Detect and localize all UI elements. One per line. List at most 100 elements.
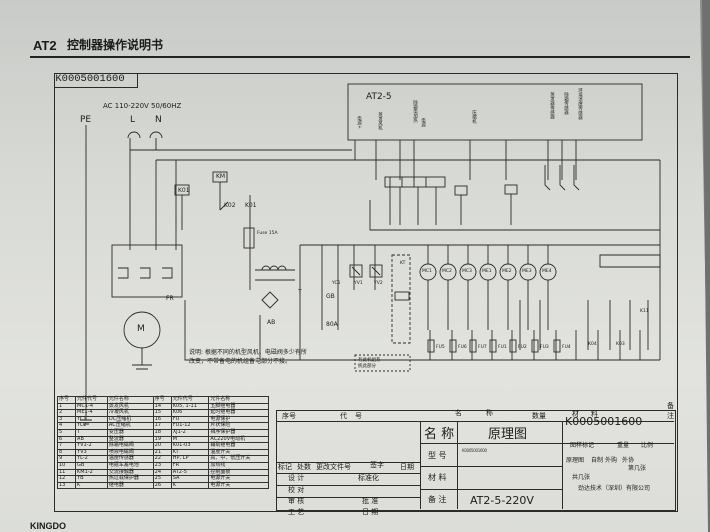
fuse-fr: FR xyxy=(166,295,174,302)
tb-name-value: 原理图 xyxy=(488,427,528,442)
tb-vrule-a xyxy=(420,421,421,509)
fuse-fu6: FU6 xyxy=(458,345,467,350)
tb-col-name1: 名 xyxy=(455,409,462,417)
pin-compressor: 压缩机 xyxy=(471,110,477,124)
tb-standard: 标准化 xyxy=(358,474,379,482)
controller-label: AT2-5 xyxy=(366,92,392,102)
tb-sheet-no: 第几张 xyxy=(628,465,647,472)
tb-name-label: 名 称 xyxy=(424,427,455,442)
tb-approve: 批 准 xyxy=(362,497,379,505)
relay-k03: K03 xyxy=(616,342,625,347)
rectifier xyxy=(261,291,279,309)
footer-fragment: KINGDO xyxy=(30,521,66,531)
tb-col-qty: 数量 xyxy=(532,412,546,420)
rev-rule-d xyxy=(276,497,420,498)
tb-weight: 重量 xyxy=(617,442,630,449)
motor-mc2: MC2 xyxy=(442,269,452,274)
fuse-fu7: FU7 xyxy=(478,345,487,350)
legend-cell: K xyxy=(75,481,108,490)
tb-outsourced: 外协 xyxy=(622,457,635,464)
tb-model-label: 型 号 xyxy=(428,451,447,460)
tb-vrule-c xyxy=(562,421,563,509)
tb-code: K0005001600 xyxy=(565,415,643,428)
drawing-code-box xyxy=(54,73,138,88)
header-rule xyxy=(30,56,690,58)
legend-cell: YB xyxy=(75,475,108,483)
pin-evap-fan: 蒸发风机 xyxy=(377,112,383,130)
rev-sign: 签字 xyxy=(370,461,384,469)
relay-k02: K02 xyxy=(224,202,236,209)
tb-material-label: 材 料 xyxy=(428,473,447,482)
motor-me4: ME4 xyxy=(542,269,552,274)
tb-col-mat1: 材 xyxy=(572,410,579,418)
pin-defrost-heater: 除霜电加热 xyxy=(412,100,418,123)
fuse-fu2: FU2 xyxy=(518,345,527,350)
controller-box xyxy=(347,83,643,141)
rev-date: 日期 xyxy=(400,463,414,471)
drawing-frame xyxy=(54,73,678,512)
tb-col-note2: 注 xyxy=(667,412,674,420)
tb-model-dense-text: K0005001600 xyxy=(462,448,487,453)
motor-me2: ME2 xyxy=(502,269,512,274)
header-model: AT2 xyxy=(33,38,57,53)
tb-outsource: 外购 xyxy=(605,457,618,464)
valve-yv2: YV2 xyxy=(374,281,383,286)
legend-cell: 26 xyxy=(152,481,172,490)
pin-power: 电源 xyxy=(420,118,426,127)
relay-km: KM xyxy=(216,173,226,180)
tb-col-seq: 序号 xyxy=(282,412,296,420)
tb-sheets-total: 共几张 xyxy=(572,474,591,481)
tb-hrule-b xyxy=(420,466,562,467)
compressor-yc1: YC1 xyxy=(332,281,341,286)
drawing-code-mirrored: K0005001600 xyxy=(55,74,125,85)
fuse-value: 80A xyxy=(326,321,338,328)
tb-date: 日 期 xyxy=(362,508,379,516)
tb-col-name2: 称 xyxy=(486,409,493,417)
motor-mc1: MC1 xyxy=(422,269,432,274)
tb-col-note1: 备 xyxy=(667,402,674,410)
fuse-fu3: FU3 xyxy=(540,345,549,350)
pin-defrost-sensor: 除霜传感器 xyxy=(563,92,569,115)
terminal-l: L xyxy=(130,115,136,125)
fuse-fu4: FU4 xyxy=(562,345,571,350)
relay-k04: K04 xyxy=(588,342,597,347)
legend-cell: 继电器 xyxy=(106,481,154,490)
tb-design: 设 计 xyxy=(288,474,305,482)
legend-cell: YC2 xyxy=(75,422,108,430)
breaker-label: Fuse 15A xyxy=(257,231,278,236)
tb-stage-label: 图样标记 xyxy=(570,442,595,449)
legend-cell: K xyxy=(170,481,210,490)
tb-note-label: 备 注 xyxy=(428,495,447,504)
pin-evap-sensor: 蒸发器传感器 xyxy=(549,92,555,119)
rev-file: 更改文件号 xyxy=(316,463,351,471)
header-title: 控制器操作说明书 xyxy=(67,38,164,52)
rev-rule-b xyxy=(276,473,420,474)
pin-ambient-sensor: 环境温度传感器 xyxy=(577,88,583,120)
tb-proof: 校 对 xyxy=(288,486,305,494)
legend-cell: SA xyxy=(170,475,210,483)
relay-k01b: K01 xyxy=(245,202,257,209)
optional-part-box: 有此机组系 统此部分 xyxy=(358,358,381,369)
tb-sample: 原理图 xyxy=(566,457,585,464)
fuse-fu5: FU5 xyxy=(436,345,445,350)
motor-label: M xyxy=(137,324,145,334)
tb-process: 工 艺 xyxy=(288,508,305,516)
relay-k11: K11 xyxy=(640,309,649,314)
breaker xyxy=(243,227,255,249)
tb-note-value: AT2-5-220V xyxy=(470,494,534,507)
schematic-note: 说明: 根据不同的机型风机、电磁阀多少有所改变，不带备电的机组备电部分不接。 xyxy=(189,349,307,365)
rev-rule-c xyxy=(276,485,420,486)
tb-self-made: 自制 xyxy=(591,457,604,464)
valve-yv1: YV1 xyxy=(354,281,363,286)
